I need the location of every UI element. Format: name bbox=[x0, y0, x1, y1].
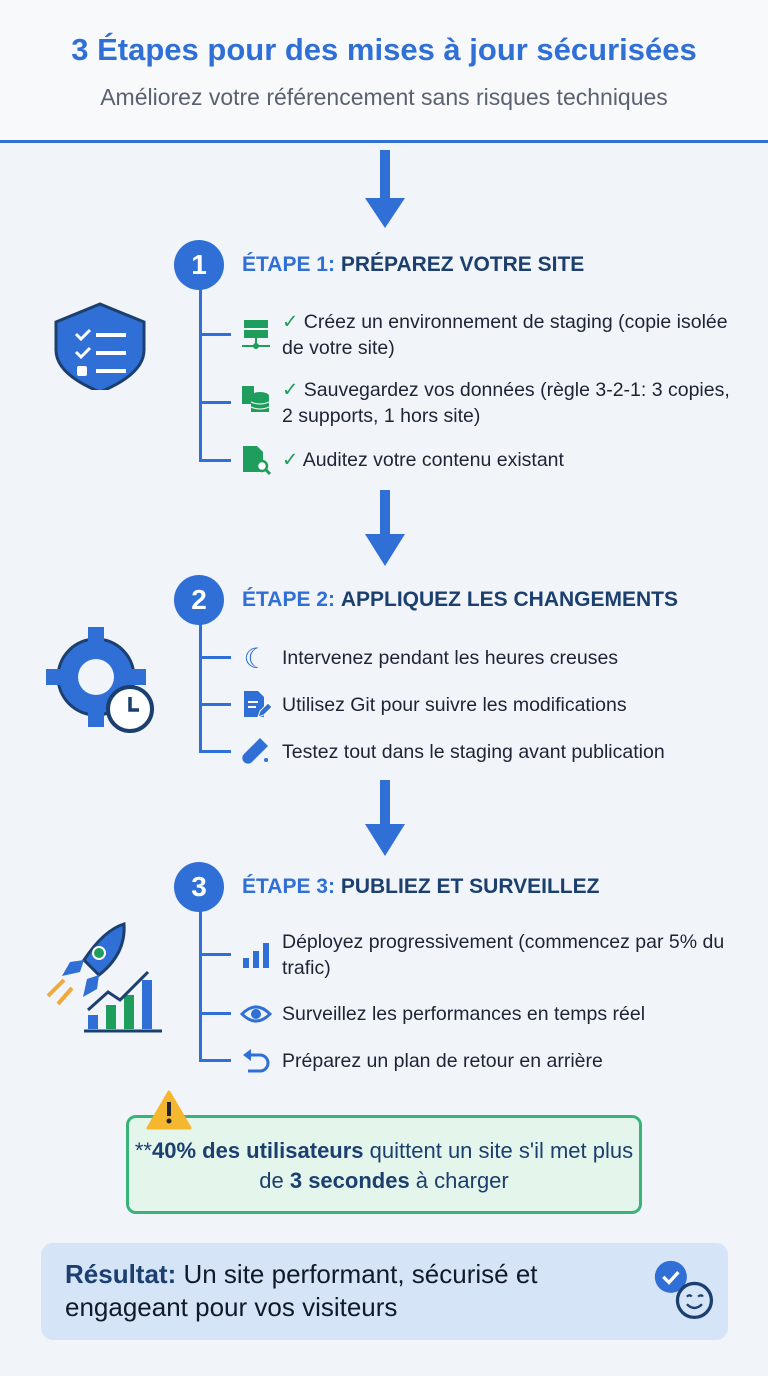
header: 3 Étapes pour des mises à jour sécurisée… bbox=[0, 0, 768, 143]
gear-clock-icon bbox=[46, 627, 154, 733]
arrow-down-icon bbox=[365, 490, 405, 566]
callout-text: quittent un site s'il met plus de bbox=[259, 1138, 634, 1193]
step-number: 1 bbox=[174, 240, 224, 290]
connector-line bbox=[199, 622, 202, 752]
document-search-icon bbox=[243, 446, 272, 476]
check-icon: ✓ bbox=[282, 379, 299, 401]
step-prefix: ÉTAPE 2: bbox=[242, 588, 335, 611]
step-title: ÉTAPE 1: PRÉPAREZ VOTRE SITE bbox=[242, 253, 584, 277]
eye-icon bbox=[240, 1005, 272, 1023]
connector-line bbox=[199, 459, 231, 462]
step-number: 2 bbox=[174, 575, 224, 625]
list-item: ✓ Créez un environnement de staging (cop… bbox=[282, 309, 732, 361]
page-title: 3 Étapes pour des mises à jour sécurisée… bbox=[71, 32, 697, 67]
check-icon: ✓ bbox=[282, 311, 299, 333]
callout-bold: 3 secondes bbox=[289, 1168, 410, 1193]
statistic-callout: **40% des utilisateurs quittent un site … bbox=[126, 1115, 642, 1214]
list-item: Préparez un plan de retour en arrière bbox=[282, 1050, 603, 1072]
item-text: Auditez votre contenu existant bbox=[302, 449, 564, 471]
result-text: Un site performant, sécurisé et engagean… bbox=[65, 1259, 538, 1322]
list-item: Surveillez les performances en temps rée… bbox=[282, 1003, 646, 1025]
undo-icon bbox=[243, 1049, 270, 1073]
arrow-down-icon bbox=[365, 780, 405, 856]
step-prefix: ÉTAPE 1: bbox=[242, 253, 335, 276]
arrow-down-icon bbox=[365, 150, 405, 228]
callout-text: à charger bbox=[409, 1168, 509, 1193]
step-heading: PRÉPAREZ VOTRE SITE bbox=[340, 253, 585, 276]
warning-icon bbox=[146, 1090, 192, 1130]
connector-line bbox=[199, 401, 231, 404]
callout-bold: 40% des utilisateurs bbox=[152, 1138, 364, 1163]
connector-line bbox=[199, 333, 231, 336]
result-banner: Résultat: Un site performant, sécurisé e… bbox=[41, 1243, 728, 1340]
connector-line bbox=[199, 288, 202, 462]
connector-line bbox=[199, 750, 231, 753]
callout-prefix: ** bbox=[134, 1138, 152, 1163]
bar-chart-icon bbox=[243, 943, 269, 968]
step-title: ÉTAPE 2: APPLIQUEZ LES CHANGEMENTS bbox=[242, 588, 678, 612]
server-icon bbox=[242, 320, 270, 349]
connector-line bbox=[199, 1012, 231, 1015]
step-heading: PUBLIEZ ET SURVEILLEZ bbox=[340, 875, 600, 898]
test-tube-icon bbox=[242, 738, 268, 764]
rocket-chart-icon bbox=[46, 922, 162, 1033]
list-item: Utilisez Git pour suivre les modificatio… bbox=[282, 694, 627, 716]
item-text: Sauvegardez vos données (règle 3-2-1: 3 … bbox=[282, 379, 730, 427]
list-item: Testez tout dans le staging avant public… bbox=[282, 741, 665, 763]
connector-line bbox=[199, 953, 231, 956]
list-item: ✓ Sauvegardez vos données (règle 3-2-1: … bbox=[282, 377, 732, 429]
list-item: Déployez progressivement (commencez par … bbox=[282, 931, 725, 979]
check-smile-icon bbox=[654, 1260, 714, 1320]
database-backup-icon bbox=[242, 386, 270, 412]
connector-line bbox=[199, 656, 231, 659]
step-prefix: ÉTAPE 3: bbox=[242, 875, 335, 898]
item-text: Créez un environnement de staging (copie… bbox=[282, 311, 728, 359]
connector-line bbox=[199, 908, 202, 1061]
step-title: ÉTAPE 3: PUBLIEZ ET SURVEILLEZ bbox=[242, 875, 599, 899]
check-icon: ✓ bbox=[282, 449, 299, 471]
moon-icon: ☾ bbox=[243, 643, 269, 674]
list-item: ✓ Auditez votre contenu existant bbox=[282, 447, 732, 473]
step-number: 3 bbox=[174, 862, 224, 912]
result-label: Résultat: bbox=[65, 1259, 177, 1289]
connector-line bbox=[199, 1059, 231, 1062]
shield-checklist-icon bbox=[54, 302, 146, 390]
connector-line bbox=[199, 703, 231, 706]
page-subtitle: Améliorez votre référencement sans risqu… bbox=[100, 84, 668, 110]
list-item: Intervenez pendant les heures creuses bbox=[282, 647, 619, 669]
document-edit-icon bbox=[244, 691, 272, 718]
step-heading: APPLIQUEZ LES CHANGEMENTS bbox=[340, 588, 679, 611]
